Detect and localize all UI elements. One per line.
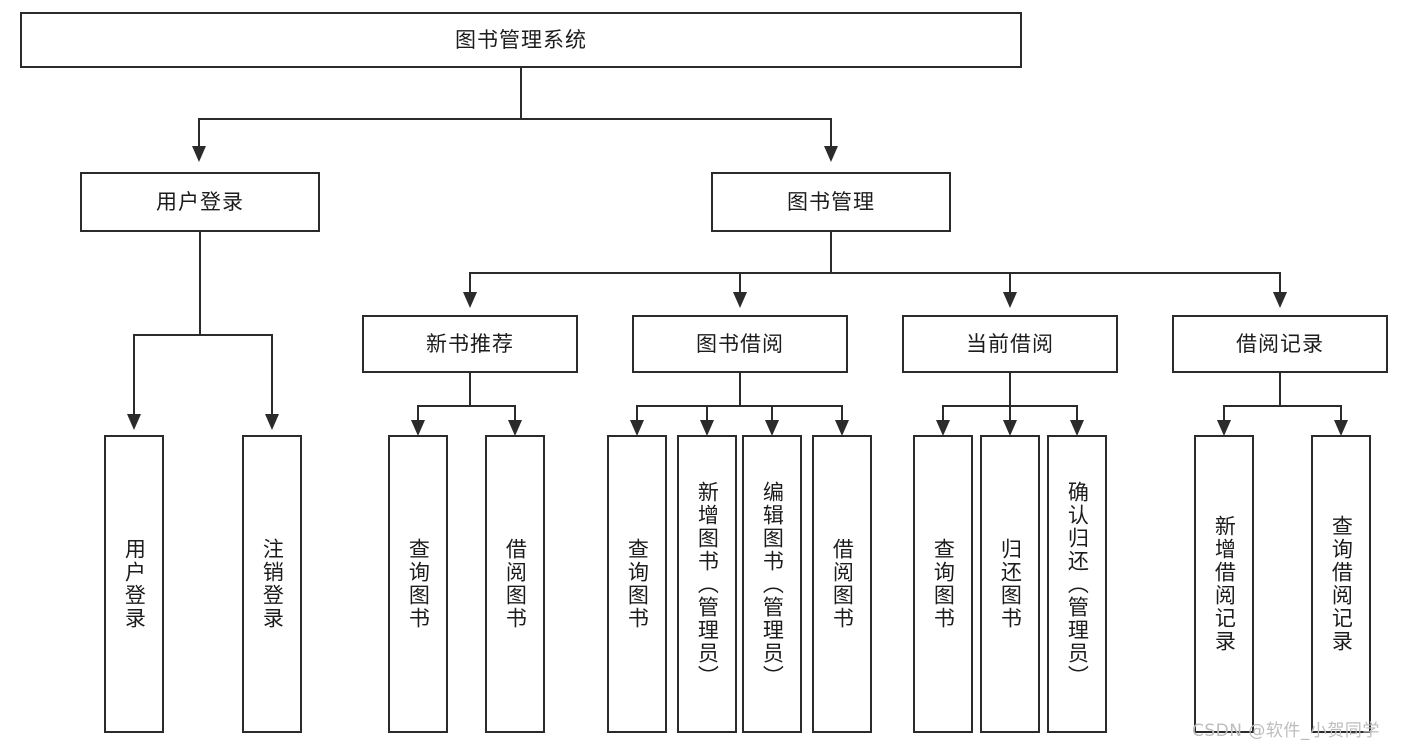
leaf-current-confirm-return-admin[interactable]: 确认归还（管理员） <box>1047 435 1107 733</box>
arrow-bb-to-leaf-2 <box>700 420 714 436</box>
connector-br-to-leaf-1 <box>1223 405 1225 422</box>
node-label: 图书借阅 <box>696 331 784 356</box>
node-label: 查询图书 <box>625 538 650 630</box>
node-label: 编辑图书（管理员） <box>760 480 785 688</box>
node-current-borrowing[interactable]: 当前借阅 <box>902 315 1118 373</box>
node-label: 用户登录 <box>122 538 147 630</box>
node-label: 新增图书（管理员） <box>695 480 720 688</box>
connector-current-borrow-trunk <box>1009 373 1011 406</box>
node-label: 查询图书 <box>406 538 431 630</box>
node-label: 新书推荐 <box>426 331 514 356</box>
arrow-bm-to-borrow-book <box>733 292 747 308</box>
connector-root-to-book-management <box>830 118 832 148</box>
connector-bm-to-borrow-record <box>1279 272 1281 293</box>
node-user-login[interactable]: 用户登录 <box>80 172 320 232</box>
connector-cb-to-leaf-2 <box>1009 405 1011 422</box>
arrow-nb-to-leaf-2 <box>508 420 522 436</box>
connector-br-to-leaf-2 <box>1340 405 1342 422</box>
arrow-nb-to-leaf-1 <box>411 420 425 436</box>
node-book-management[interactable]: 图书管理 <box>711 172 951 232</box>
node-borrow-records[interactable]: 借阅记录 <box>1172 315 1388 373</box>
leaf-record-add-borrow-record[interactable]: 新增借阅记录 <box>1194 435 1254 733</box>
connector-user-login-to-leaf-2 <box>271 334 273 415</box>
connector-bb-to-leaf-3 <box>771 405 773 422</box>
connector-bb-to-leaf-4 <box>841 405 843 422</box>
leaf-new-book-query-books[interactable]: 查询图书 <box>388 435 448 733</box>
leaf-new-book-borrow-books[interactable]: 借阅图书 <box>485 435 545 733</box>
node-label: 图书管理系统 <box>455 27 587 52</box>
arrow-bm-to-borrow-record <box>1273 292 1287 308</box>
connector-borrow-record-bar <box>1224 405 1342 407</box>
connector-user-login-to-leaf-1 <box>133 334 135 415</box>
arrow-cb-to-leaf-2 <box>1003 420 1017 436</box>
connector-nb-to-leaf-2 <box>514 405 516 422</box>
leaf-current-return-books[interactable]: 归还图书 <box>980 435 1040 733</box>
leaf-user-login-login[interactable]: 用户登录 <box>104 435 164 733</box>
arrow-bb-to-leaf-3 <box>765 420 779 436</box>
arrow-cb-to-leaf-3 <box>1070 420 1084 436</box>
connector-root-to-user-login <box>198 118 200 148</box>
node-label: 查询图书 <box>931 538 956 630</box>
connector-root-bar <box>198 118 832 120</box>
node-label: 注销登录 <box>260 538 285 630</box>
arrow-root-to-book-management <box>824 146 838 162</box>
arrow-cb-to-leaf-1 <box>936 420 950 436</box>
leaf-borrow-query-books[interactable]: 查询图书 <box>607 435 667 733</box>
node-new-book-recommendation[interactable]: 新书推荐 <box>362 315 578 373</box>
node-label: 归还图书 <box>998 538 1023 630</box>
node-label: 借阅图书 <box>503 538 528 630</box>
connector-new-book-trunk <box>469 373 471 406</box>
connector-book-management-bar <box>469 272 1281 274</box>
connector-user-login-bar <box>134 334 273 336</box>
connector-nb-to-leaf-1 <box>417 405 419 422</box>
arrow-bb-to-leaf-4 <box>835 420 849 436</box>
connector-cb-to-leaf-3 <box>1076 405 1078 422</box>
connector-root-trunk <box>520 68 522 118</box>
connector-bm-to-new-book <box>469 272 471 293</box>
connector-bb-to-leaf-2 <box>706 405 708 422</box>
connector-bm-to-current-borrow <box>1009 272 1011 293</box>
node-label: 当前借阅 <box>966 331 1054 356</box>
leaf-record-query-borrow-record[interactable]: 查询借阅记录 <box>1311 435 1371 733</box>
node-label: 用户登录 <box>156 189 244 214</box>
arrow-root-to-user-login <box>192 146 206 162</box>
node-label: 借阅记录 <box>1236 331 1324 356</box>
connector-cb-to-leaf-1 <box>942 405 944 422</box>
arrow-user-login-to-leaf-2 <box>265 414 279 430</box>
arrow-bm-to-new-book <box>463 292 477 308</box>
connector-borrow-book-trunk <box>739 373 741 406</box>
arrow-bb-to-leaf-1 <box>630 420 644 436</box>
connector-bb-to-leaf-1 <box>636 405 638 422</box>
arrow-bm-to-current-borrow <box>1003 292 1017 308</box>
arrow-user-login-to-leaf-1 <box>127 414 141 430</box>
node-label: 新增借阅记录 <box>1212 515 1237 653</box>
node-book-borrowing[interactable]: 图书借阅 <box>632 315 848 373</box>
connector-new-book-bar <box>418 405 516 407</box>
connector-book-management-trunk <box>830 232 832 273</box>
leaf-borrow-borrow-books[interactable]: 借阅图书 <box>812 435 872 733</box>
arrow-br-to-leaf-1 <box>1217 420 1231 436</box>
node-root-book-management-system[interactable]: 图书管理系统 <box>20 12 1022 68</box>
node-label: 图书管理 <box>787 189 875 214</box>
connector-borrow-record-trunk <box>1279 373 1281 406</box>
node-label: 确认归还（管理员） <box>1065 480 1090 688</box>
connector-user-login-trunk <box>199 232 201 335</box>
csdn-watermark: CSDN @软件_小贺同学 <box>1192 721 1380 741</box>
node-label: 借阅图书 <box>830 538 855 630</box>
node-label: 查询借阅记录 <box>1329 515 1354 653</box>
arrow-br-to-leaf-2 <box>1334 420 1348 436</box>
leaf-current-query-books[interactable]: 查询图书 <box>913 435 973 733</box>
leaf-borrow-edit-book-admin[interactable]: 编辑图书（管理员） <box>742 435 802 733</box>
connector-bm-to-borrow-book <box>739 272 741 293</box>
leaf-borrow-add-book-admin[interactable]: 新增图书（管理员） <box>677 435 737 733</box>
connector-borrow-book-bar <box>637 405 843 407</box>
leaf-user-login-logout[interactable]: 注销登录 <box>242 435 302 733</box>
